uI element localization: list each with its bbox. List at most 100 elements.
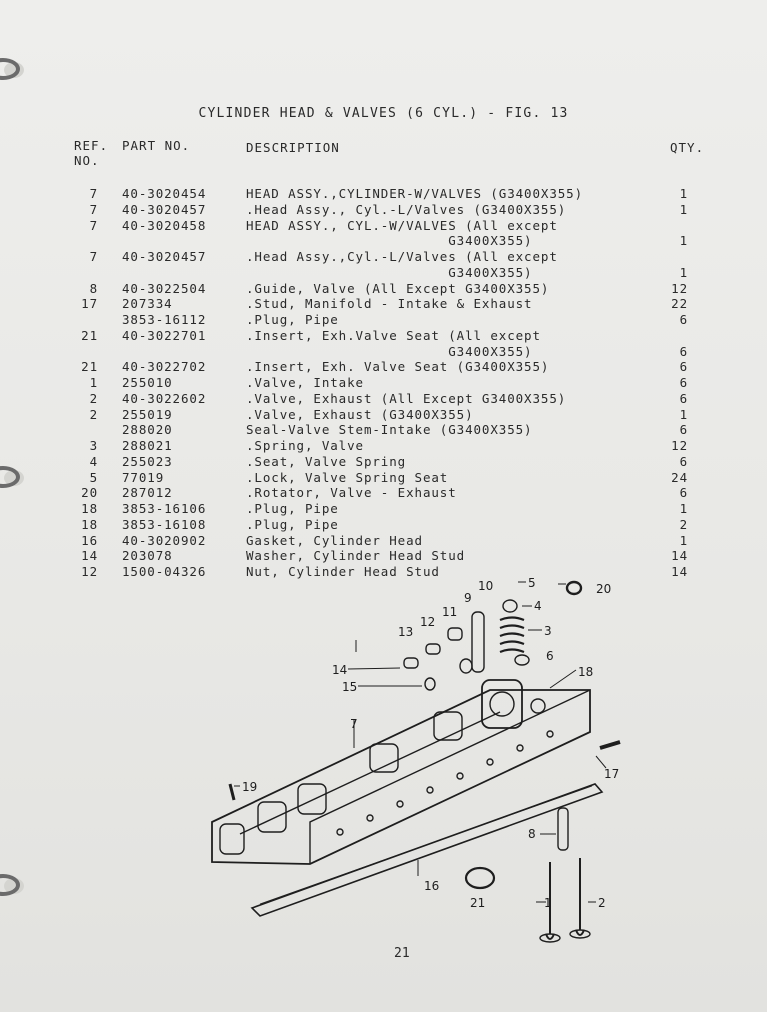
callout-20: 20 [596,582,611,596]
description: HEAD ASSY.,CYLINDER-W/VALVES (G3400X355) [246,186,584,201]
table-row: 20 287012 .Rotator, Valve - Exhaust 6 [0,485,767,501]
part-number: 40-3020454 [122,186,207,201]
table-row: G3400X355)6 [0,344,767,360]
callout-21: 21 [470,896,485,910]
description: .Plug, Pipe [246,516,339,532]
header-part-no: PART NO. [122,138,191,153]
callout-1: 1 [544,896,552,910]
ref-number: 16 [81,532,98,548]
table-row: 7 40-3020458 HEAD ASSY., CYL.-W/VALVES (Al… [0,218,767,234]
callout-5: 5 [528,576,536,590]
table-row: G3400X355)1 [0,233,767,249]
table-row: 7 40-3020454 HEAD ASSY.,CYLINDER-W/VALVES … [0,186,767,202]
ref-number: 21 [81,327,98,343]
callout-9: 9 [464,591,472,605]
ref-number: 7 [89,217,98,233]
page-title: CYLINDER HEAD & VALVES (6 CYL.) - FIG. 1… [198,106,569,121]
callout-6: 6 [546,649,554,663]
ref-number: 14 [81,548,98,564]
description: .Valve, Exhaust (G3400X355) [246,406,474,422]
ref-number: 12 [81,564,98,579]
part-number: 3853-16112 [122,312,207,327]
description: .Seat, Valve Spring [246,453,407,469]
quantity: 22 [671,296,688,312]
ref-number: 1 [89,375,98,390]
part-number: 255019 [122,406,173,422]
header-qty: QTY. [670,140,705,155]
header-ref-no: NO. [74,153,100,168]
callout-7: 7 [350,717,358,731]
quantity: 12 [671,438,688,453]
part-number: 207334 [122,296,173,312]
description: Gasket, Cylinder Head [246,532,423,548]
quantity: 6 [679,422,688,438]
binder-ring-icon [0,58,20,80]
quantity: 6 [679,390,688,406]
description: .Insert, Exh.Valve Seat (All except [246,327,541,343]
part-number: 288021 [122,438,173,453]
description: HEAD ASSY., CYL.-W/VALVES (All except [246,217,558,233]
part-number: 40-3020458 [122,217,207,233]
ref-number: 7 [89,201,98,217]
description: .Head Assy.,Cyl.-L/Valves (All except [246,249,558,264]
part-number: 40-3022504 [122,280,207,296]
part-number: 40-3020902 [122,532,207,548]
part-number: 203078 [122,548,173,564]
part-number: 287012 [122,485,173,501]
ref-number: 4 [89,453,98,469]
description: Nut, Cylinder Head Stud [246,564,440,579]
quantity: 1 [679,233,688,249]
callout-17: 17 [604,767,619,781]
part-number: 40-3022602 [122,390,207,406]
callout-19: 19 [242,780,257,794]
quantity: 6 [679,359,688,375]
description: .Rotator, Valve - Exhaust [246,485,457,501]
part-number: 255023 [122,453,173,469]
ref-number: 7 [89,249,98,264]
callout-11: 11 [442,605,457,619]
description: .Valve, Exhaust (All Except G3400X355) [246,390,567,406]
part-number: 255010 [122,375,173,390]
ref-number: 3 [89,438,98,453]
callout-14: 14 [332,663,347,677]
part-number: 1500-04326 [122,564,207,579]
header-ref: REF. [74,138,109,153]
quantity: 2 [679,516,688,532]
callout-16: 16 [424,879,439,893]
quantity: 6 [679,375,688,390]
part-number: 77019 [122,469,165,485]
quantity: 24 [671,469,688,485]
ref-number: 20 [81,485,98,501]
table-row: G3400X355)1 [0,265,767,281]
description: .Stud, Manifold - Intake & Exhaust [246,296,533,312]
quantity: 6 [679,453,688,469]
description: .Lock, Valve Spring Seat [246,469,449,485]
part-number: 288020 [122,422,173,438]
ref-number: 7 [89,186,98,201]
ref-number: 8 [89,280,98,296]
callout-15: 15 [342,680,357,694]
callout-4: 4 [534,599,542,613]
quantity: 1 [679,501,688,516]
quantity: 6 [679,343,688,359]
quantity: 14 [671,548,688,564]
quantity: 6 [679,485,688,501]
description: .Head Assy., Cyl.-L/Valves (G3400X355) [246,201,567,217]
callout-13: 13 [398,625,413,639]
table-row: 1 255010 .Valve, Intake 6 [0,375,767,391]
description: .Valve, Intake [246,375,364,390]
